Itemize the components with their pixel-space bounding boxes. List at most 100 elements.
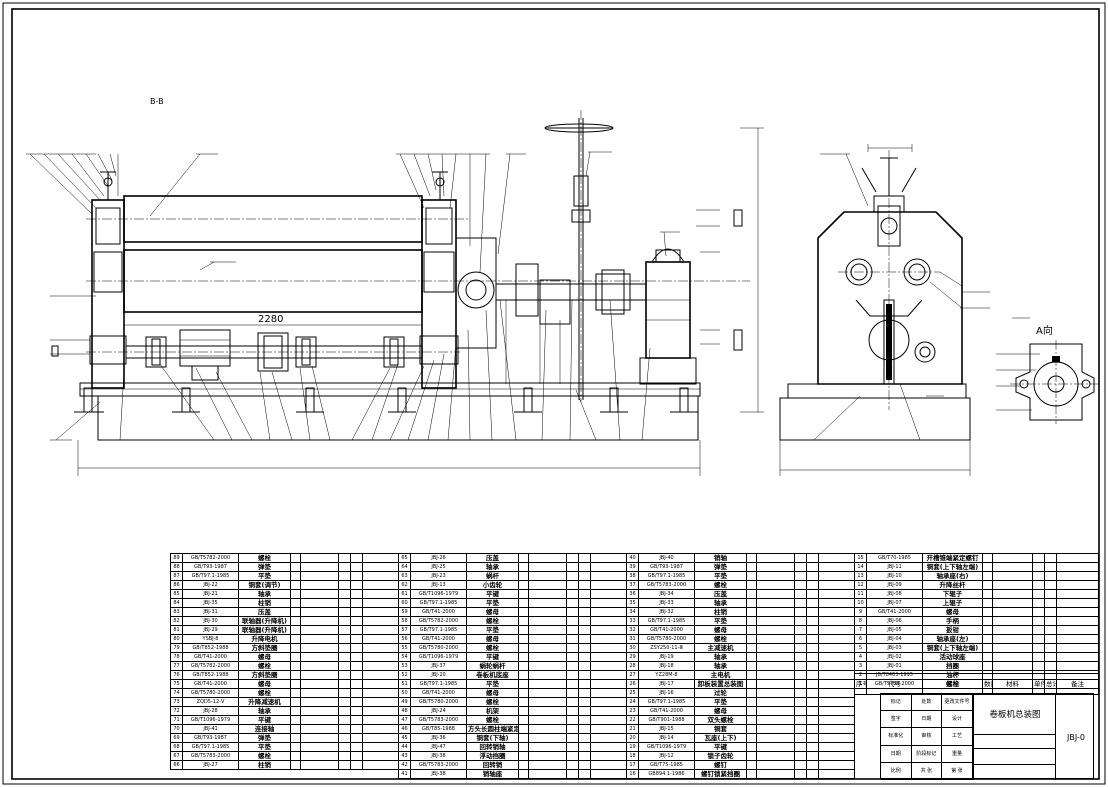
- part-cell: [1056, 580, 1099, 590]
- part-name: 平垫: [694, 697, 747, 707]
- part-cell: [300, 679, 339, 689]
- part-cell: [350, 715, 363, 725]
- part-cell: [746, 742, 757, 752]
- part-cell: [818, 679, 855, 689]
- part-cell: [992, 625, 1033, 635]
- side-frame: [817, 211, 963, 385]
- part-code: GB/T5780-2000: [410, 697, 467, 707]
- part-cell: [794, 553, 807, 563]
- part-cell: [756, 643, 795, 653]
- part-cell: [300, 652, 339, 662]
- part-code: GB/T41-2000: [638, 706, 695, 716]
- part-cell: [818, 607, 855, 617]
- part-cell: [794, 733, 807, 743]
- part-cell: [1032, 589, 1045, 599]
- part-cell: [362, 562, 399, 572]
- part-cell: [290, 661, 301, 671]
- part-cell: [362, 571, 399, 581]
- part-code: GB/T97.1-1985: [638, 697, 695, 707]
- part-cell: [756, 679, 795, 689]
- part-name: 螺栓: [238, 688, 291, 698]
- part-cell: [1056, 634, 1099, 644]
- part-seq: 63: [398, 571, 411, 581]
- part-code: GB/T41-2000: [410, 634, 467, 644]
- part-cell: [338, 553, 351, 563]
- gear-cover: [455, 237, 497, 349]
- part-cell: [982, 562, 993, 572]
- part-cell: [746, 769, 757, 779]
- part-cell: [518, 616, 529, 626]
- part-cell: [1032, 634, 1045, 644]
- part-code: JBJ-18: [638, 661, 695, 671]
- part-cell: [992, 634, 1033, 644]
- part-name: 销轴: [694, 553, 747, 563]
- part-code: GB/T901-1988: [638, 715, 695, 725]
- part-cell: [290, 553, 301, 563]
- part-name: 平垫: [466, 679, 519, 689]
- part-seq: 55: [398, 643, 411, 653]
- part-seq: 60: [398, 598, 411, 608]
- part-cell: [362, 688, 399, 698]
- part-seq: 22: [626, 715, 639, 725]
- part-code: GB/T97.1-1985: [182, 571, 239, 581]
- title-block-cell: 更改文件号: [942, 694, 973, 712]
- part-cell: [794, 652, 807, 662]
- part-cell: [566, 580, 579, 590]
- part-cell: [290, 670, 301, 680]
- part-cell: [518, 580, 529, 590]
- part-cell: [992, 598, 1033, 608]
- part-cell: [982, 625, 993, 635]
- part-cell: [518, 562, 529, 572]
- part-cell: [1032, 643, 1045, 653]
- part-cell: [992, 589, 1033, 599]
- part-cell: [350, 589, 363, 599]
- part-seq: 66: [170, 760, 183, 770]
- part-cell: [818, 553, 855, 563]
- part-code: JBJ-35: [182, 598, 239, 608]
- part-code: JBJ-07: [866, 598, 923, 608]
- part-cell: [362, 706, 399, 716]
- part-code: JBJ-38: [410, 769, 467, 779]
- part-name: 主减速机: [694, 643, 747, 653]
- part-cell: [806, 571, 819, 581]
- part-seq: 10: [854, 598, 867, 608]
- part-cell: [350, 634, 363, 644]
- part-cell: [528, 688, 567, 698]
- part-name: 螺栓: [466, 697, 519, 707]
- part-cell: [1056, 661, 1099, 671]
- part-cell: [300, 733, 339, 743]
- part-name: 卷板机底座: [466, 670, 519, 680]
- part-name: 机架: [466, 706, 519, 716]
- part-cell: [350, 742, 363, 752]
- part-cell: [518, 769, 529, 779]
- part-cell: [528, 715, 567, 725]
- part-name: 下辊子: [922, 589, 983, 599]
- part-code: GB/T5780-2000: [638, 634, 695, 644]
- part-cell: [578, 724, 591, 734]
- part-cell: [518, 742, 529, 752]
- part-code: GB/T41-2000: [410, 688, 467, 698]
- part-name: 轴承: [238, 706, 291, 716]
- part-cell: [338, 733, 351, 743]
- part-cell: [350, 661, 363, 671]
- part-name: 螺钉: [694, 760, 747, 770]
- part-code: JBJ-23: [410, 571, 467, 581]
- part-name: 螺栓: [238, 751, 291, 761]
- side-view: [779, 144, 990, 476]
- part-cell: [590, 769, 627, 779]
- part-cell: [794, 661, 807, 671]
- part-cell: [756, 625, 795, 635]
- part-cell: [756, 571, 795, 581]
- part-cell: [756, 715, 795, 725]
- part-cell: [806, 625, 819, 635]
- part-cell: [290, 715, 301, 725]
